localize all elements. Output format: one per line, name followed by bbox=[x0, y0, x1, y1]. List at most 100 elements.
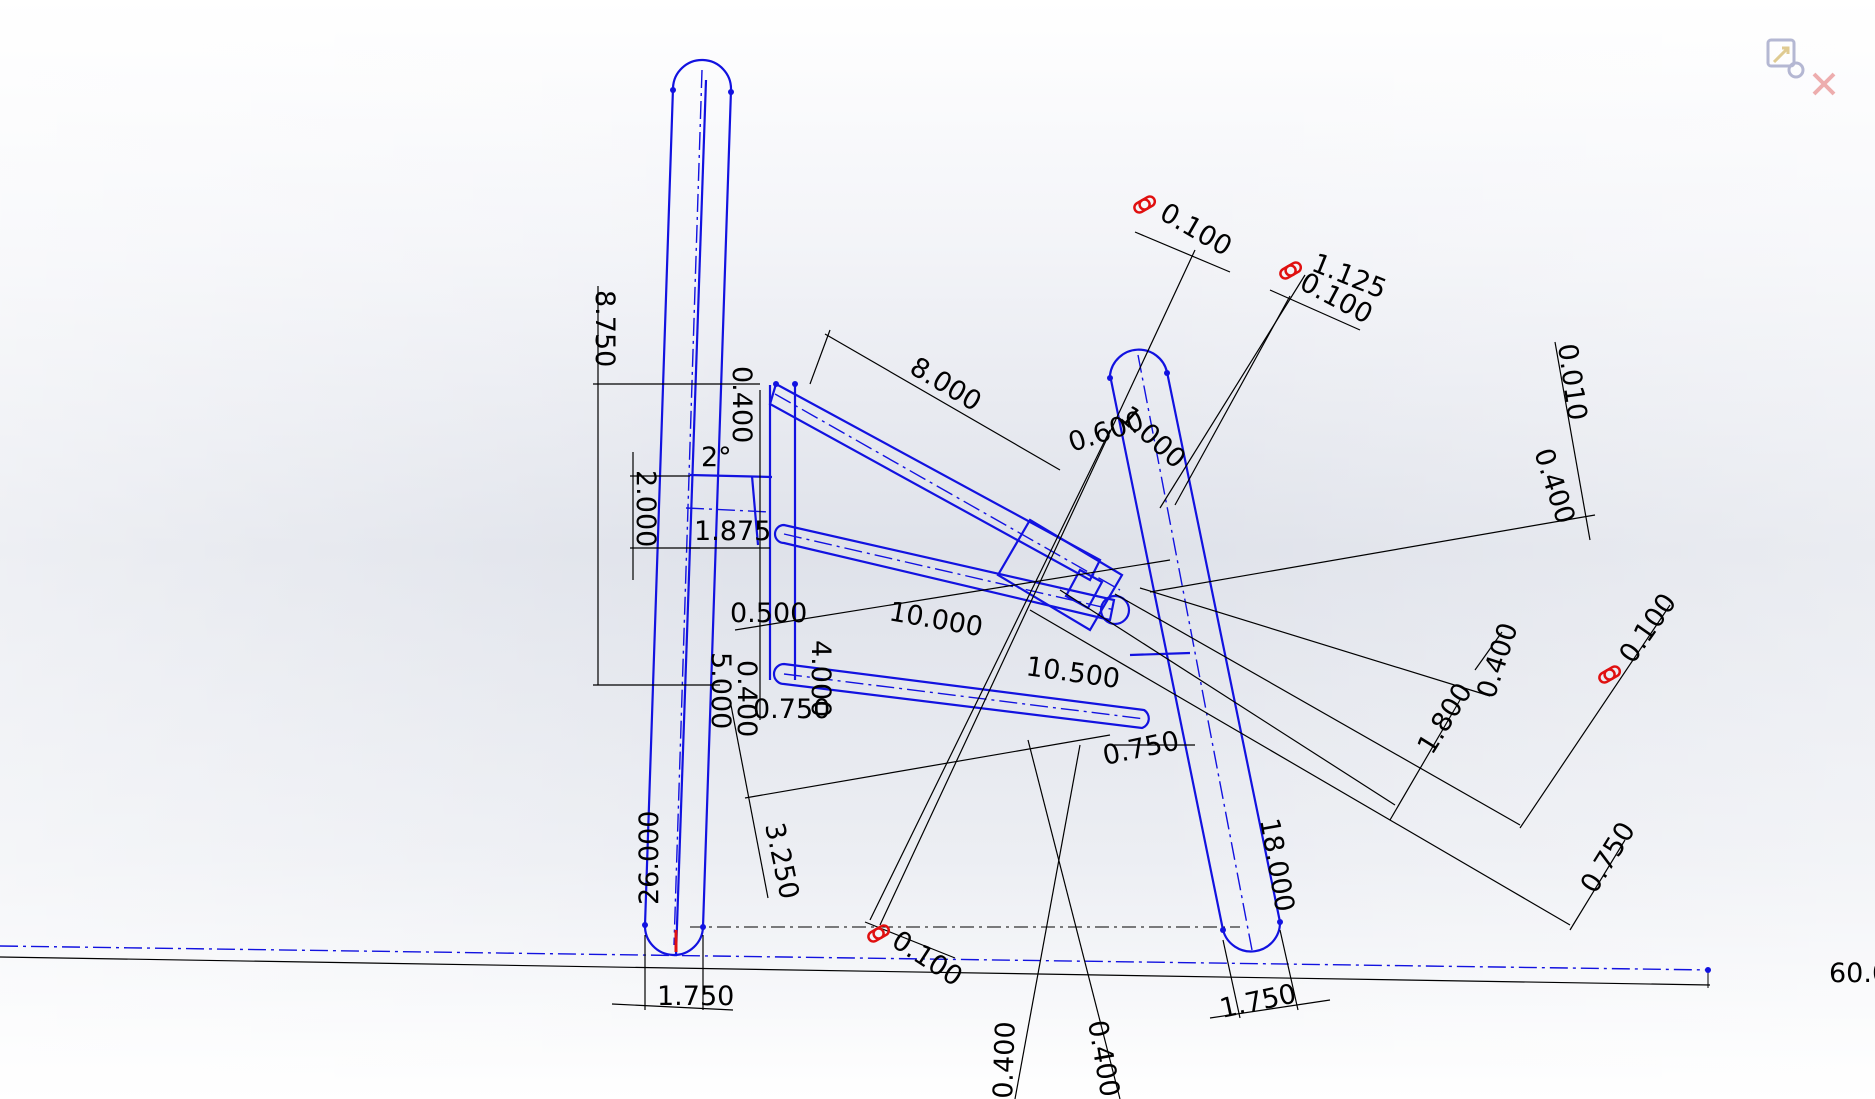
seat-arm[interactable] bbox=[768, 381, 1121, 680]
dim-1750-left[interactable]: 1.750 bbox=[657, 981, 734, 1012]
sketch-centerline bbox=[685, 507, 771, 513]
seat-arm-outline[interactable] bbox=[768, 382, 1102, 582]
dimension-geometry bbox=[593, 231, 1671, 1099]
dimension-line bbox=[1569, 839, 1626, 931]
dimension-line bbox=[879, 249, 1196, 926]
dimension-line bbox=[1114, 593, 1521, 826]
dim-0400-right[interactable]: 0.400 bbox=[1527, 445, 1580, 528]
ground-end-point[interactable] bbox=[1705, 967, 1711, 973]
dim-4000[interactable]: 4.000 bbox=[805, 640, 836, 717]
dimension-line bbox=[1059, 589, 1396, 806]
dimension-line bbox=[1139, 587, 1491, 697]
dimension-line bbox=[809, 329, 831, 385]
sketch-point bbox=[1277, 919, 1283, 925]
dim-1750-right[interactable]: 1.750 bbox=[1217, 978, 1299, 1024]
seat-block[interactable] bbox=[996, 518, 1131, 632]
dim-0100-top[interactable]: 0.100 bbox=[1155, 197, 1237, 262]
middle-slot-outline[interactable] bbox=[773, 523, 1116, 622]
dimension-line bbox=[1474, 631, 1503, 671]
sketch-line bbox=[689, 473, 773, 479]
left-leg-bottom-arc[interactable] bbox=[643, 924, 705, 957]
dimension-line bbox=[1222, 939, 1241, 1019]
dimension-line bbox=[1209, 999, 1331, 1019]
dimension-line bbox=[1279, 929, 1299, 1011]
dim-8000[interactable]: 8.000 bbox=[904, 351, 986, 417]
dim-0400-br[interactable]: 0.400 bbox=[1081, 1018, 1125, 1099]
sketch-point bbox=[700, 924, 706, 930]
close-icon[interactable] bbox=[1812, 72, 1836, 96]
lower-slot-centerline bbox=[783, 673, 1146, 720]
dimension-line bbox=[1149, 514, 1596, 593]
dimension-line bbox=[1134, 231, 1231, 273]
coincident-relation-icon bbox=[1279, 261, 1303, 280]
sketch-point bbox=[792, 381, 798, 387]
ground-reference bbox=[0, 926, 1711, 988]
ground-line[interactable] bbox=[0, 956, 1711, 986]
dimension-line bbox=[1027, 739, 1121, 1099]
seat-arm-centerline bbox=[774, 393, 1121, 591]
dim-0400-right2[interactable]: 0.400 bbox=[1471, 619, 1524, 702]
dim-3250[interactable]: 3.250 bbox=[758, 820, 804, 902]
dimension-line bbox=[1269, 289, 1361, 331]
dim-0750-left[interactable]: 0.750 bbox=[753, 694, 830, 725]
dimension-line bbox=[1519, 604, 1671, 829]
dim-0750-right[interactable]: 0.750 bbox=[1575, 817, 1642, 899]
dim-0400-top[interactable]: 0.400 bbox=[726, 366, 757, 443]
sketch-point bbox=[728, 89, 734, 95]
right-leg-centerline bbox=[1137, 354, 1253, 951]
dimension-line bbox=[611, 1003, 734, 1011]
sketch-point bbox=[642, 922, 648, 928]
dim-1875[interactable]: 1.875 bbox=[694, 516, 771, 547]
dim-0500[interactable]: 0.500 bbox=[730, 598, 807, 629]
dimension-line bbox=[1014, 744, 1081, 1099]
coincident-relation-icon bbox=[1598, 665, 1622, 684]
dimension-line bbox=[824, 333, 1061, 471]
sketch-line bbox=[750, 475, 760, 546]
lower-slot-outline[interactable] bbox=[772, 662, 1150, 730]
dim-0400-mid[interactable]: 0.400 bbox=[731, 660, 762, 737]
dim-0100-right[interactable]: 0.100 bbox=[1613, 588, 1683, 669]
dimension-line bbox=[1389, 699, 1461, 821]
dimension-line bbox=[729, 699, 769, 899]
right-leg-slot[interactable] bbox=[1107, 348, 1283, 953]
relation-markers bbox=[867, 195, 1622, 943]
dimension-line bbox=[1174, 295, 1291, 506]
left-leg-inner-line[interactable] bbox=[674, 79, 708, 956]
dim-0750-mid[interactable]: 0.750 bbox=[1100, 725, 1182, 771]
sketch-point bbox=[1107, 375, 1113, 381]
confirmation-corner bbox=[1760, 32, 1850, 112]
dim-60[interactable]: 60.0 bbox=[1829, 958, 1875, 989]
dimension-line bbox=[1029, 609, 1571, 926]
sketch-point bbox=[773, 381, 779, 387]
sketch-point bbox=[670, 87, 676, 93]
dim-1800[interactable]: 1.800 bbox=[1412, 678, 1479, 760]
sketch-exit-icon[interactable] bbox=[1766, 38, 1805, 79]
dim-10000[interactable]: 10.000 bbox=[887, 596, 985, 643]
dim-18000[interactable]: 18.000 bbox=[1253, 816, 1300, 914]
dim-0010[interactable]: 0.010 bbox=[1551, 342, 1592, 423]
left-leg-outline[interactable] bbox=[643, 58, 733, 928]
dim-0400-bl[interactable]: 0.400 bbox=[988, 1021, 1022, 1099]
dim-26000[interactable]: 26.000 bbox=[634, 811, 665, 905]
pivot-circle[interactable] bbox=[1099, 594, 1131, 626]
dimension-line bbox=[1554, 341, 1591, 541]
sketch-point bbox=[1220, 927, 1226, 933]
ground-centerline[interactable] bbox=[0, 945, 1711, 971]
seat-block-outline[interactable] bbox=[996, 518, 1124, 632]
coincident-relation-icon bbox=[867, 924, 891, 943]
lower-slot[interactable] bbox=[772, 662, 1150, 730]
middle-slot[interactable] bbox=[773, 523, 1116, 622]
dim-0100-bottom[interactable]: 0.100 bbox=[886, 925, 968, 993]
dim-2deg[interactable]: 2° bbox=[701, 442, 732, 473]
dim-8750[interactable]: 8.750 bbox=[589, 290, 620, 367]
middle-slot-centerline bbox=[783, 533, 1116, 611]
dimension-line bbox=[1159, 274, 1306, 509]
dim-2000[interactable]: 2.000 bbox=[630, 470, 661, 547]
dim-5000[interactable]: 5.000 bbox=[705, 652, 736, 729]
dimension-line bbox=[734, 559, 1171, 631]
dimension-line bbox=[869, 429, 1111, 921]
dim-10500[interactable]: 10.500 bbox=[1024, 651, 1122, 695]
sketch-point bbox=[1164, 370, 1170, 376]
coincident-relation-icon bbox=[1133, 195, 1157, 214]
